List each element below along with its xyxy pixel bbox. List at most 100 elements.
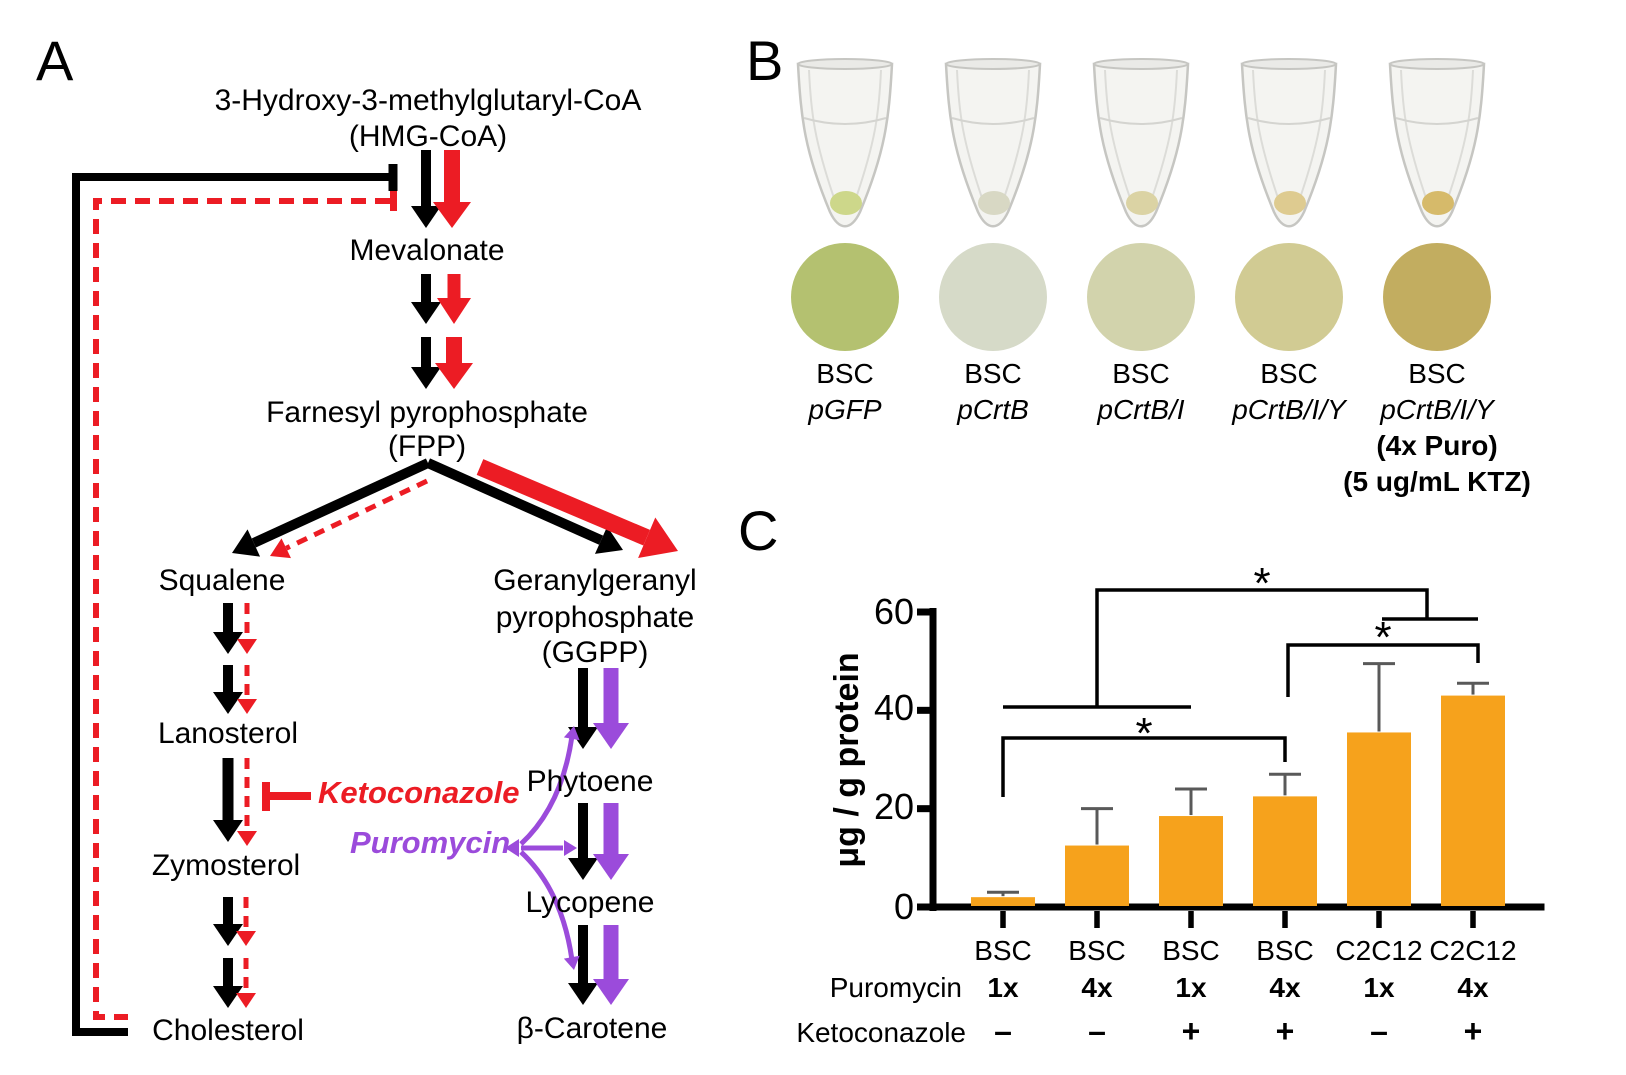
arrow-hmg-mevalonate-red-head [433, 202, 471, 228]
x-category: C2C12 [1335, 935, 1422, 966]
y-tick-20: 20 [874, 786, 914, 827]
puromycin-fan-top-head [563, 726, 580, 741]
sample-cell-line: BSC [816, 358, 874, 389]
node-ggpp-line2: pyrophosphate [496, 601, 695, 634]
puromycin-fan-top-curve [519, 735, 575, 846]
node-lycopene: Lycopene [526, 886, 655, 919]
node-ggpp-line1: Geranylgeranyl [493, 564, 696, 597]
puromycin-dose: 4x [1269, 972, 1301, 1003]
sig2-bracket [1286, 643, 1480, 697]
tube-body [1092, 62, 1190, 228]
panel-a-label: A [36, 29, 74, 92]
x-category: BSC [1256, 935, 1314, 966]
tube-pellet [1274, 191, 1306, 215]
inhibitor-puromycin-label: Puromycin [350, 825, 510, 860]
y-tick-60: 60 [874, 591, 914, 632]
tube-body [1240, 62, 1338, 228]
panel-b-photos [791, 58, 1491, 351]
node-hmg-line1: 3-Hydroxy-3-methylglutaryl-CoA [215, 84, 642, 117]
arrow-fpp-squalene-black-shaft [251, 458, 431, 548]
panel-b-label: B [746, 29, 783, 92]
arrow-squalene-step1-black-head [213, 632, 243, 654]
sample-plasmid: pCrtB [956, 394, 1029, 425]
y-axis-line [929, 608, 937, 911]
panel-c-label: C [738, 499, 778, 562]
node-phytoene: Phytoene [527, 765, 654, 798]
ketoconazole-flag: + [1464, 1013, 1483, 1049]
tube-body [796, 62, 894, 228]
sample-note-puro: (4x Puro) [1376, 430, 1497, 461]
arrow-mev-step1-black-head [411, 302, 441, 324]
tube-rim [1093, 58, 1189, 70]
sample-plasmid: pCrtB/I/Y [1231, 394, 1348, 425]
puromycin-dose: 1x [1363, 972, 1395, 1003]
x-tick-mark [1094, 911, 1100, 928]
arrow-zymosterol-step2-red-dashed-head [236, 993, 256, 1008]
sample-plasmid: pCrtB/I [1096, 394, 1184, 425]
x-category: BSC [1068, 935, 1126, 966]
x-tick-mark [1188, 911, 1194, 928]
tube-liquid-line [1099, 117, 1183, 125]
sample-plasmid: pGFP [807, 394, 881, 425]
sample-cell-line: BSC [1260, 358, 1318, 389]
x-category: C2C12 [1429, 935, 1516, 966]
node-fpp-line2: (FPP) [388, 430, 466, 463]
row-label-puromycin: Puromycin [830, 972, 962, 1003]
sample-note-ktz: (5 ug/mL KTZ) [1343, 466, 1531, 497]
node-fpp-line1: Farnesyl pyrophosphate [266, 396, 588, 429]
sig1-bracket [1095, 588, 1429, 707]
arrow-lanosterol-zymosterol-black-head [213, 820, 243, 842]
row-label-ketoconazole: Ketoconazole [796, 1017, 966, 1048]
culture-well-circle [939, 243, 1047, 351]
arrow-fpp-ggpp-black-head [594, 526, 623, 554]
tube-liquid-line [951, 117, 1035, 125]
sample-tube-photo [1092, 58, 1190, 228]
tube-rim [797, 58, 893, 70]
arrow-lycopene-carotene-black-head [568, 983, 598, 1005]
y-axis-title: μg / g protein [828, 652, 866, 867]
x-category: BSC [1162, 935, 1220, 966]
puromycin-fan-bottom-curve [519, 850, 575, 961]
arrow-fpp-squalene-black-head [232, 529, 261, 557]
tube-liquid-line [1247, 117, 1331, 125]
node-cholesterol: Cholesterol [152, 1014, 304, 1047]
arrow-zymosterol-step1-red-dashed-head [236, 931, 256, 946]
ketoconazole-flag: – [994, 1013, 1012, 1049]
sample-plasmid: pCrtB/I/Y [1379, 394, 1496, 425]
bar [1441, 695, 1505, 906]
panel-c-chart [917, 588, 1545, 928]
node-lanosterol: Lanosterol [158, 717, 298, 750]
arrow-squalene-step2-red-dashed-head [237, 699, 257, 714]
tube-pellet [1422, 191, 1454, 215]
x-tick-mark [1000, 911, 1006, 928]
tube-body [1388, 62, 1486, 228]
puromycin-dose: 4x [1457, 972, 1489, 1003]
x-axis-line [929, 903, 1545, 911]
inhibitor-ketoconazole-label: Ketoconazole [318, 775, 520, 810]
ketoconazole-flag: – [1088, 1013, 1106, 1049]
arrow-fpp-squalene-red-dashed-head [270, 538, 291, 559]
arrow-squalene-step1-red-dashed-head [237, 639, 257, 654]
y-tick-mark [917, 903, 930, 911]
arrow-fpp-squalene-red-dashed-shaft [285, 478, 429, 551]
y-tick-mark [917, 608, 930, 616]
arrow-lanosterol-zymosterol-red-dashed-head [237, 831, 257, 846]
arrow-hmg-mevalonate-black-head [411, 206, 441, 228]
significance-star-3: * [1135, 709, 1152, 758]
arrow-zymosterol-step1-black-head [213, 924, 243, 946]
y-tick-mark [917, 805, 930, 813]
sig3-bracket [1001, 736, 1287, 797]
node-hmg-line2: (HMG-CoA) [349, 120, 507, 153]
puromycin-fan-bottom-head [563, 955, 580, 970]
y-tick-40: 40 [874, 687, 914, 728]
arrow-fpp-ggpp-black-shaft [425, 458, 604, 545]
culture-well-circle [791, 243, 899, 351]
significance-star-1: * [1253, 559, 1270, 608]
puromycin-fan-middle-head [564, 840, 577, 856]
tube-pellet [830, 191, 862, 215]
y-tick-mark [917, 706, 930, 714]
ketoconazole-flag: + [1182, 1013, 1201, 1049]
sample-tube-photo [796, 58, 894, 228]
tube-pellet [978, 191, 1010, 215]
